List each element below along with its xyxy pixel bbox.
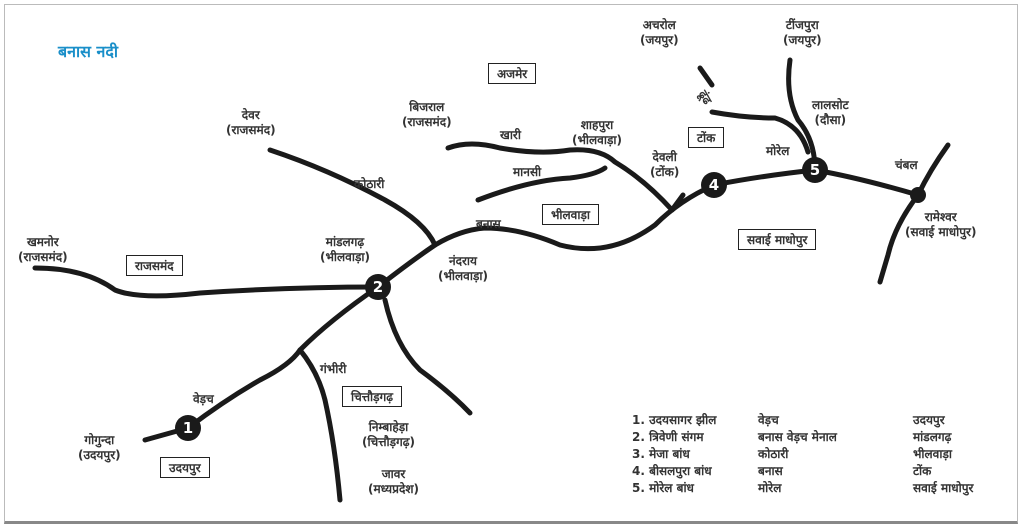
river-achrol bbox=[697, 65, 715, 88]
place-jawar: जावर(मध्यप्रदेश) bbox=[368, 467, 419, 496]
place-mandalgarh: मांडलगढ़(भीलवाड़ा) bbox=[320, 235, 370, 264]
place-tinjpura: टींजपुरा(जयपुर) bbox=[783, 18, 822, 47]
river-mansi bbox=[475, 165, 608, 203]
river-gambhiri bbox=[297, 347, 343, 503]
legend-dam: 2. त्रिवेणी संगम bbox=[632, 430, 704, 444]
place-nandray: नंदराय(भीलवाड़ा) bbox=[438, 254, 488, 283]
region-sawai-madhopur: सवाई माधोपुर bbox=[738, 229, 817, 250]
river-kothari bbox=[267, 147, 438, 248]
place-lalsot: लालसोट(दौसा) bbox=[812, 98, 849, 127]
legend-river: बनास bbox=[758, 464, 783, 478]
river-label-banas: बनास bbox=[476, 217, 501, 231]
node-5: 5 bbox=[802, 157, 828, 183]
river-label-khari: खारी bbox=[500, 128, 521, 142]
legend-district: टोंक bbox=[913, 464, 932, 478]
legend-row: 2. त्रिवेणी संगम बनास वेड़च मेनाल मांडलगढ़ bbox=[632, 429, 973, 446]
legend-row: 3. मेजा बांध कोठारी भीलवाड़ा bbox=[632, 446, 973, 463]
river-label-kothari: कोठारी bbox=[354, 177, 385, 191]
place-rameshwar: रामेश्वर(सवाई माधोपुर) bbox=[905, 210, 977, 239]
river-label-mansi: मानसी bbox=[513, 165, 542, 179]
place-devli: देवली(टोंक) bbox=[650, 150, 680, 179]
legend-dam: 3. मेजा बांध bbox=[632, 447, 690, 461]
river-khamnor bbox=[32, 265, 381, 299]
river-tinjpura bbox=[786, 57, 818, 173]
legend-district: सवाई माधोपुर bbox=[913, 481, 974, 495]
region-bhilwara: भीलवाड़ा bbox=[542, 204, 599, 225]
region-rajsamand: राजसमंद bbox=[126, 255, 183, 276]
river-label-vedach: वेड़च bbox=[193, 392, 214, 406]
region-chittorgarh: चित्तौड़गढ़ bbox=[342, 386, 403, 407]
place-chambal: चंबल bbox=[895, 158, 918, 172]
legend-row: 5. मोरेल बांध मोरेल सवाई माधोपुर bbox=[632, 480, 973, 497]
node-1: 1 bbox=[175, 415, 201, 441]
legend-dam: 4. बीसलपुरा बांध bbox=[632, 464, 712, 478]
map-title: बनास नदी bbox=[58, 42, 119, 61]
legend: 1. उदयसागर झील वेड़च उदयपुर 2. त्रिवेणी सं… bbox=[632, 412, 973, 497]
region-ajmer: अजमेर bbox=[488, 63, 537, 84]
place-devar: देवर(राजसमंद) bbox=[226, 108, 276, 137]
region-udaipur: उदयपुर bbox=[160, 457, 210, 478]
legend-river: मोरेल bbox=[758, 481, 782, 495]
river-dhund bbox=[709, 109, 811, 155]
legend-dam: 1. उदयसागर झील bbox=[632, 413, 717, 427]
legend-dam: 5. मोरेल बांध bbox=[632, 481, 694, 495]
legend-district: मांडलगढ़ bbox=[913, 430, 952, 444]
legend-row: 4. बीसलपुरा बांध बनास टोंक bbox=[632, 463, 973, 480]
legend-district: भीलवाड़ा bbox=[913, 447, 952, 461]
legend-river: कोठारी bbox=[758, 447, 789, 461]
place-morel: मोरेल bbox=[766, 144, 790, 158]
river-menal bbox=[382, 297, 473, 416]
legend-river: बनास वेड़च मेनाल bbox=[758, 430, 837, 444]
river-banas-main bbox=[142, 167, 921, 443]
place-gogunda: गोगुन्दा(उदयपुर) bbox=[78, 433, 121, 462]
node-2: 2 bbox=[365, 274, 391, 300]
legend-district: उदयपुर bbox=[913, 413, 945, 427]
frame bbox=[4, 4, 1018, 524]
region-tonk: टोंक bbox=[688, 127, 725, 148]
river-khari bbox=[445, 141, 686, 213]
place-achrol: अचरोल(जयपुर) bbox=[640, 18, 679, 47]
legend-river: वेड़च bbox=[758, 413, 779, 427]
place-bijral: बिजराल(राजसमंद) bbox=[402, 100, 452, 129]
legend-row: 1. उदयसागर झील वेड़च उदयपुर bbox=[632, 412, 973, 429]
river-label-gambhiri: गंभीरी bbox=[320, 362, 347, 376]
node-4: 4 bbox=[701, 172, 727, 198]
place-nimbahera: निम्बाहेड़ा(चित्तौड़गढ़) bbox=[362, 420, 416, 449]
place-shahpura: शाहपुरा(भीलवाड़ा) bbox=[572, 118, 622, 147]
rameshwar-dot bbox=[910, 187, 926, 203]
place-khamnor: खमनोर(राजसमंद) bbox=[18, 235, 68, 264]
